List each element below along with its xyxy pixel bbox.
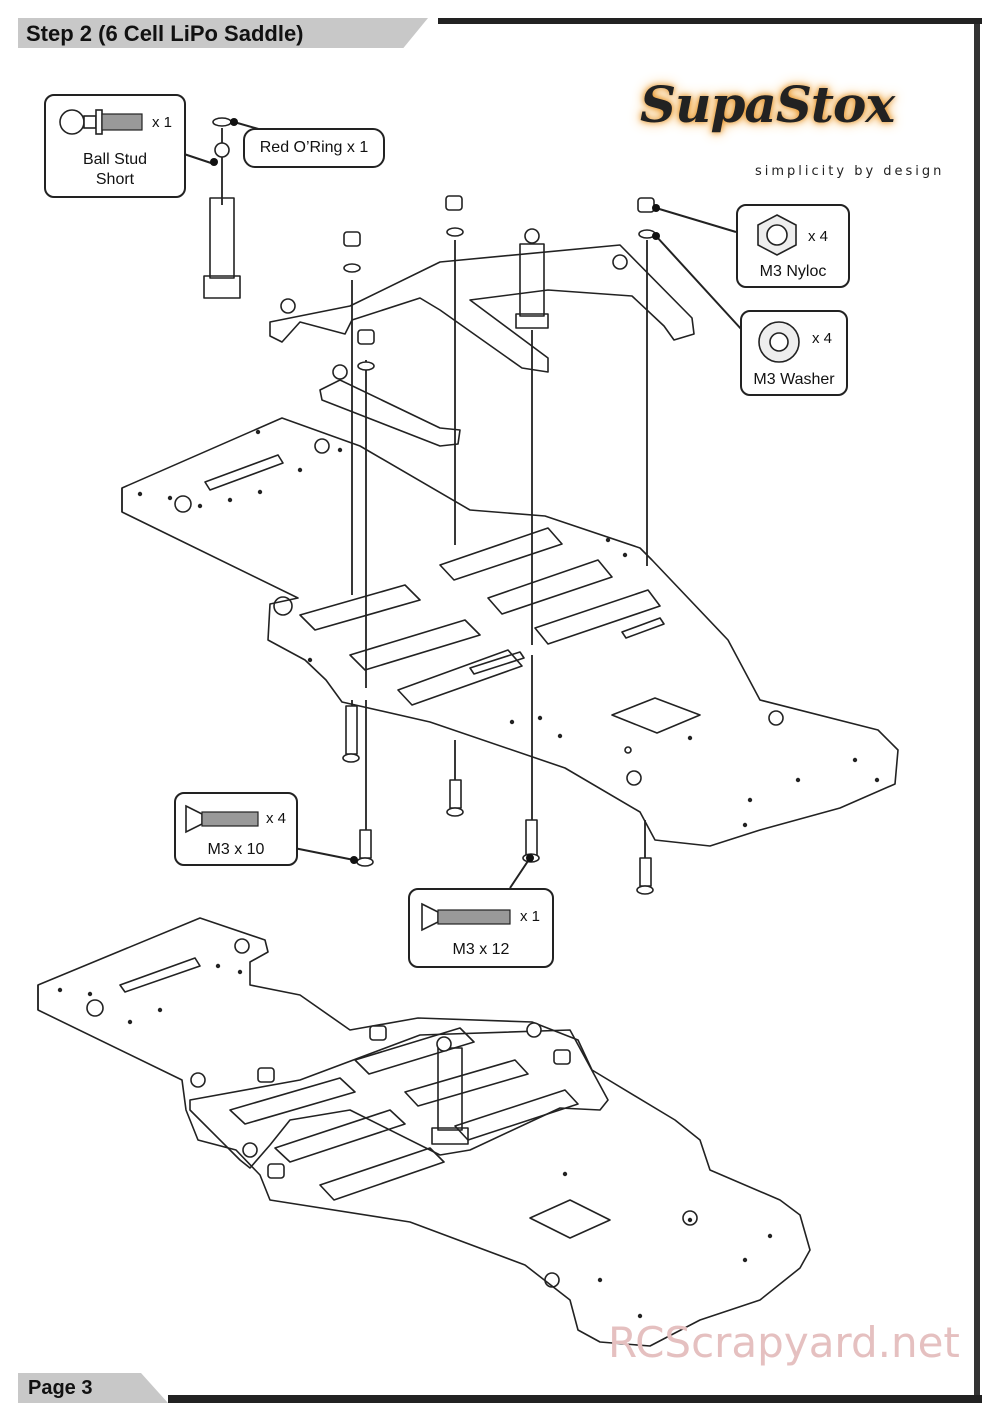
logo-brand-text: SupaStox xyxy=(640,75,895,134)
assembled-saddle xyxy=(189,1029,609,1169)
watermark: RCScrapyard.net xyxy=(608,1318,960,1367)
lipo-saddle-front xyxy=(319,379,461,447)
spacer-post-detached xyxy=(209,197,235,279)
ball-stud-qty: x 1 xyxy=(152,114,173,131)
washer-icon xyxy=(758,321,800,363)
callout-nyloc: x 4 M3 Nyloc xyxy=(736,204,850,288)
nyloc-nut-icon xyxy=(757,214,797,256)
m3x12-label: M3 x 12 xyxy=(452,941,510,958)
callout-m3x12: x 1 M3 x 12 xyxy=(408,888,554,968)
logo-tagline: simplicity by design xyxy=(755,164,945,179)
washer-label: M3 Washer xyxy=(753,371,835,388)
upper-chassis-plate xyxy=(121,417,899,847)
ball-stud-label-1: Ball Stud xyxy=(82,151,148,168)
header-tab xyxy=(18,18,428,48)
spacer-post xyxy=(519,243,545,317)
lipo-saddle-rear xyxy=(269,244,695,373)
callout-oring: Red O’Ring x 1 xyxy=(243,128,385,168)
callout-washer: x 4 M3 Washer xyxy=(740,310,848,396)
m3x10-qty: x 4 xyxy=(266,810,287,827)
nyloc-nut xyxy=(343,231,361,247)
footer-rule xyxy=(168,1395,982,1403)
m3x12-qty: x 1 xyxy=(520,908,541,925)
countersunk-screw-icon xyxy=(185,804,259,834)
countersunk-screw-long-icon xyxy=(421,902,511,932)
header-rule xyxy=(438,18,982,24)
page-footer: Page 3 xyxy=(18,1373,982,1403)
footer-tab xyxy=(18,1373,168,1403)
step-title: Step 2 (6 Cell LiPo Saddle) xyxy=(26,21,304,46)
right-border xyxy=(974,18,980,1403)
m3x10-label: M3 x 10 xyxy=(207,841,265,858)
oring-label: Red O’Ring x 1 xyxy=(259,139,369,156)
nyloc-label: M3 Nyloc xyxy=(759,263,827,280)
ball-stud-icon xyxy=(59,109,143,135)
m3x12-screw xyxy=(525,819,538,857)
page-number: Page 3 xyxy=(28,1377,93,1399)
washer-qty: x 4 xyxy=(812,330,833,347)
m3x10-screw xyxy=(345,705,358,755)
callout-m3x10: x 4 M3 x 10 xyxy=(174,792,298,866)
callout-ball-stud: x 1 Ball Stud Short xyxy=(44,94,186,198)
ball-stud-label-2: Short xyxy=(95,171,135,188)
nyloc-qty: x 4 xyxy=(808,228,829,245)
step-header: Step 2 (6 Cell LiPo Saddle) xyxy=(18,18,982,48)
